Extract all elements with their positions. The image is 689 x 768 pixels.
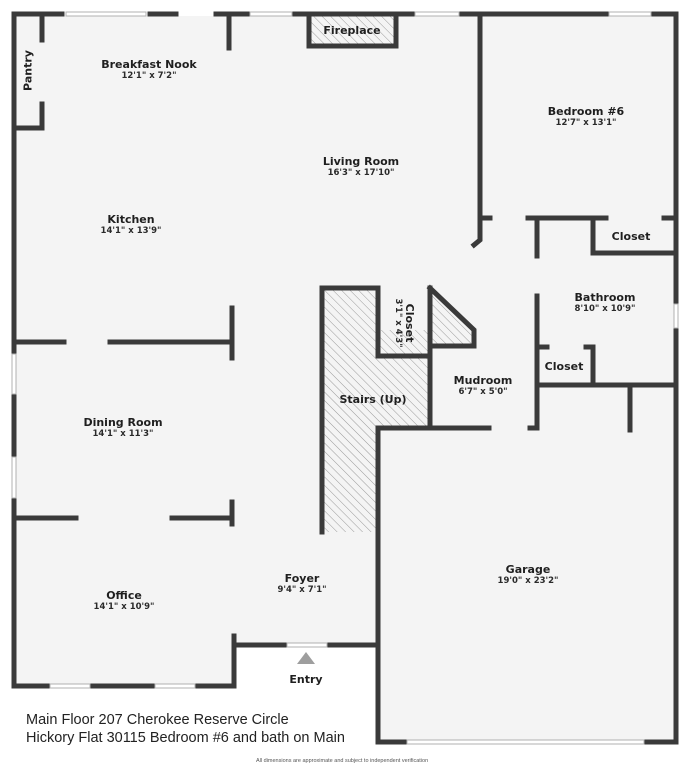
room-name: Pantry (21, 50, 35, 91)
room-dimensions: 14'1" x 10'9" (93, 602, 155, 612)
room-name: Stairs (Up) (339, 393, 407, 406)
room-name: Kitchen (107, 213, 155, 226)
room-dimensions: 12'7" x 13'1" (555, 118, 617, 128)
walls (11, 11, 679, 745)
room-name: Foyer (284, 572, 320, 585)
room-dimensions: 16'3" x 17'10" (327, 168, 395, 178)
room-fireplace: Fireplace (323, 24, 380, 37)
entry-arrow-icon (297, 652, 315, 664)
room-dimensions: 6'7" x 5'0" (458, 387, 508, 397)
room-dimensions: 14'1" x 11'3" (92, 429, 154, 439)
room-mudroom: Mudroom 6'7" x 5'0" (454, 374, 513, 398)
room-name: Breakfast Nook (101, 58, 197, 71)
room-name: Entry (289, 673, 323, 686)
room-closet-bedroom: Closet (612, 230, 651, 243)
disclaimer: All dimensions are approximate and subje… (256, 758, 429, 764)
room-garage: Garage 19'0" x 23'2" (498, 563, 559, 587)
fireplace-hatch (309, 16, 396, 46)
room-dining-room: Dining Room 14'1" x 11'3" (83, 416, 162, 440)
room-name: Fireplace (323, 24, 381, 37)
room-dimensions: 12'1" x 7'2" (121, 71, 177, 81)
room-dimensions: 3'1" x 4'3" (393, 298, 403, 348)
room-kitchen: Kitchen 14'1" x 13'9" (101, 213, 162, 237)
caption-line-1: Main Floor 207 Cherokee Reserve Circle (26, 712, 289, 728)
room-breakfast-nook: Breakfast Nook 12'1" x 7'2" (101, 58, 197, 82)
room-bathroom: Bathroom 8'10" x 10'9" (575, 291, 636, 315)
room-name: Closet (403, 303, 416, 343)
room-name: Living Room (322, 155, 400, 168)
room-name: Closet (544, 360, 584, 373)
room-dimensions: 14'1" x 13'9" (100, 226, 162, 236)
room-dimensions: 19'0" x 23'2" (497, 576, 559, 586)
room-dimensions: 9'4" x 7'1" (277, 585, 327, 595)
room-stairs: Stairs (Up) (339, 393, 406, 406)
stairs-hatch (322, 290, 430, 532)
room-entry: Entry (289, 673, 322, 686)
room-closet-bath: Closet (545, 360, 584, 373)
room-dimensions: 8'10" x 10'9" (574, 304, 636, 314)
room-name: Mudroom (453, 374, 513, 387)
room-name: Bedroom #6 (547, 105, 625, 118)
room-foyer: Foyer 9'4" x 7'1" (277, 572, 326, 596)
windows (11, 11, 679, 745)
room-name: Bathroom (574, 291, 636, 304)
room-bedroom-6: Bedroom #6 12'7" x 13'1" (548, 105, 624, 129)
room-name: Office (106, 589, 142, 602)
room-name: Dining Room (83, 416, 163, 429)
room-pantry: Pantry (22, 50, 35, 91)
caption-line-2: Hickory Flat 30115 Bedroom #6 and bath o… (26, 730, 345, 746)
room-name: Garage (505, 563, 551, 576)
room-name: Closet (611, 230, 651, 243)
room-office: Office 14'1" x 10'9" (94, 589, 155, 613)
room-living-room: Living Room 16'3" x 17'10" (323, 155, 399, 179)
closet-corner-hatch (432, 290, 474, 346)
room-closet-stairs: Closet 3'1" x 4'3" (392, 298, 416, 347)
